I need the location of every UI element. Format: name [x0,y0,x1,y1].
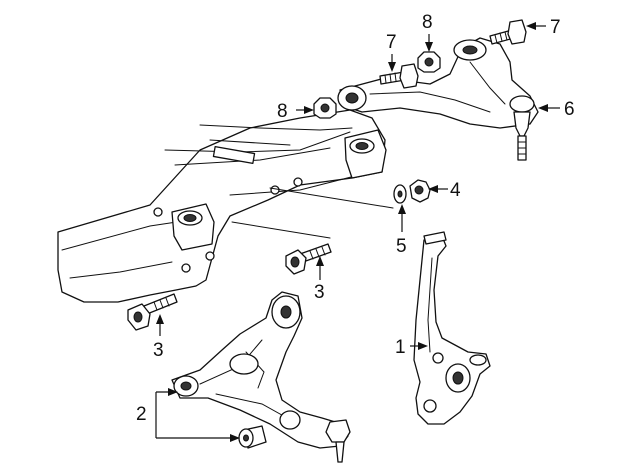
callout-upper-arm-nut-top: 8 [422,12,433,33]
lower-control-arm [171,291,351,463]
upper-arm-bolt-right [489,19,527,45]
lower-arm-bushing [238,425,267,449]
cam-washer [393,184,407,204]
callout-upper-arm-bolt-left: 7 [386,32,397,53]
upper-arm-bolt-left [379,63,419,89]
callout-steering-knuckle: 1 [395,337,406,358]
callout-cam-bolt: 3 [314,282,325,303]
cam-nut [409,179,431,203]
upper-control-arm [337,37,539,161]
callout-upper-arm-bolt-right: 7 [550,17,561,38]
callout-cam-nut: 4 [450,180,461,201]
callout-lower-control-arm: 2 [136,404,147,425]
steering-knuckle [413,231,491,425]
upper-arm-nut-left [313,97,337,119]
upper-arm-nut-top [417,51,441,73]
front-bolt [127,293,178,331]
cam-bolt [285,243,332,275]
leader-lines [155,22,560,442]
callout-front-bolt: 3 [153,340,164,361]
front-subframe [57,109,394,303]
callout-labels: 2 1 3 3 5 4 8 8 7 7 6 [136,12,575,425]
callout-washer: 5 [396,236,407,257]
callout-upper-arm-nut-left: 8 [277,101,288,122]
callout-upper-control-arm: 6 [564,99,575,120]
